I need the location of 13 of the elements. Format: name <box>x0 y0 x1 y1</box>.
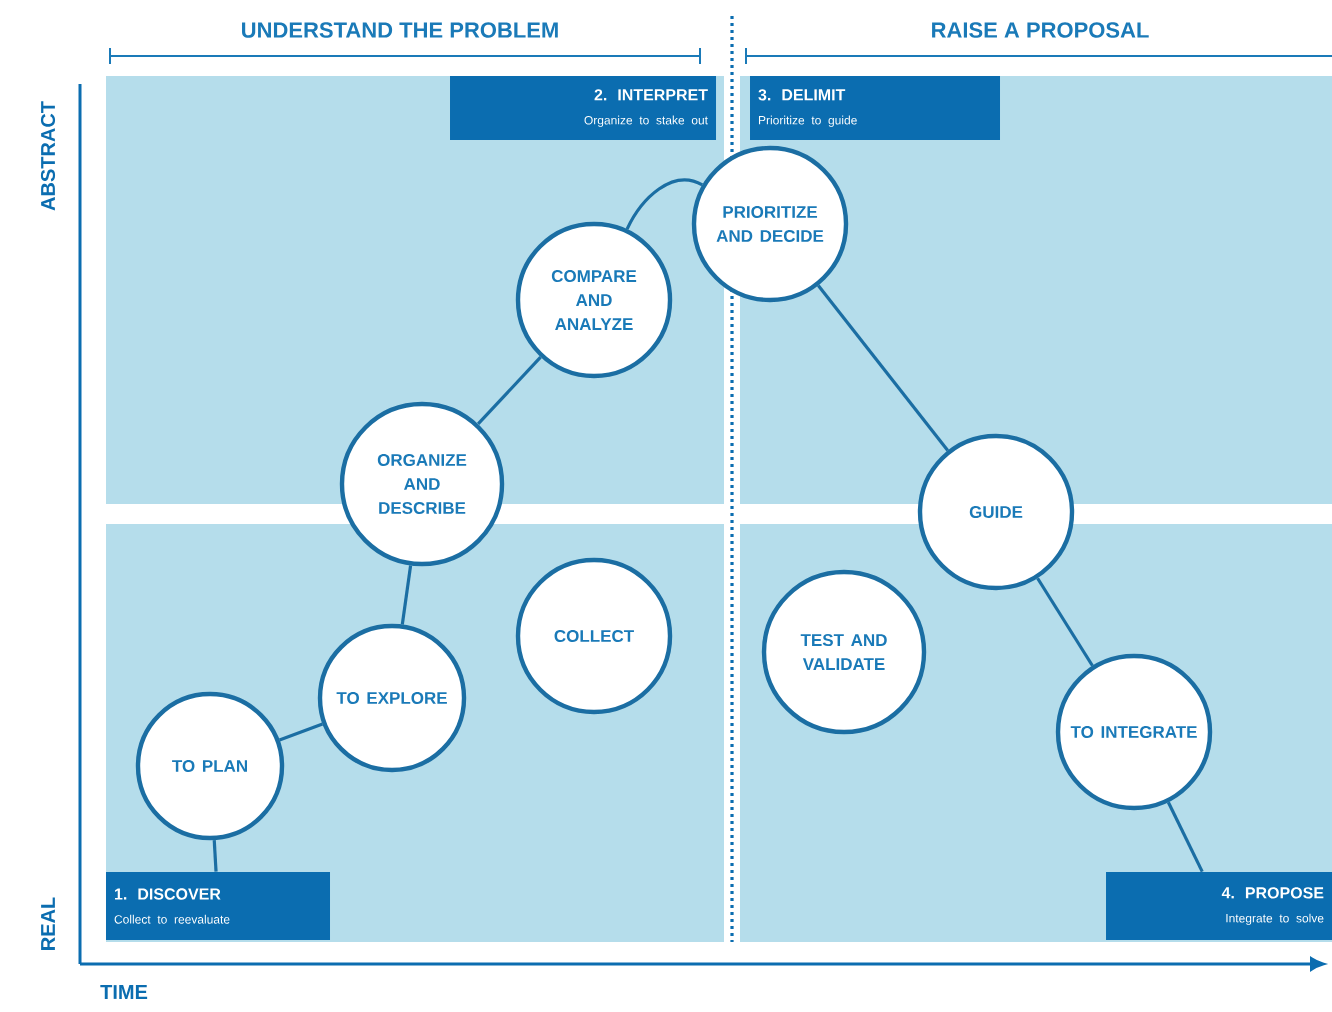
section-heading: UNDERSTAND THE PROBLEM <box>242 22 558 38</box>
connector-line <box>625 178 703 230</box>
connector-line <box>400 565 413 625</box>
axis-label: TIME <box>100 985 148 999</box>
axis-label: REAL <box>41 897 55 950</box>
connector-line <box>278 722 324 742</box>
connector-line <box>1166 801 1204 873</box>
connector-line <box>212 840 218 872</box>
axis-label: ABSTRACT <box>40 101 56 211</box>
connector-line <box>1036 577 1094 667</box>
connector-line <box>476 356 542 426</box>
section-heading: RAISE A PROPOSAL <box>932 22 1149 38</box>
connector-line <box>817 284 949 452</box>
